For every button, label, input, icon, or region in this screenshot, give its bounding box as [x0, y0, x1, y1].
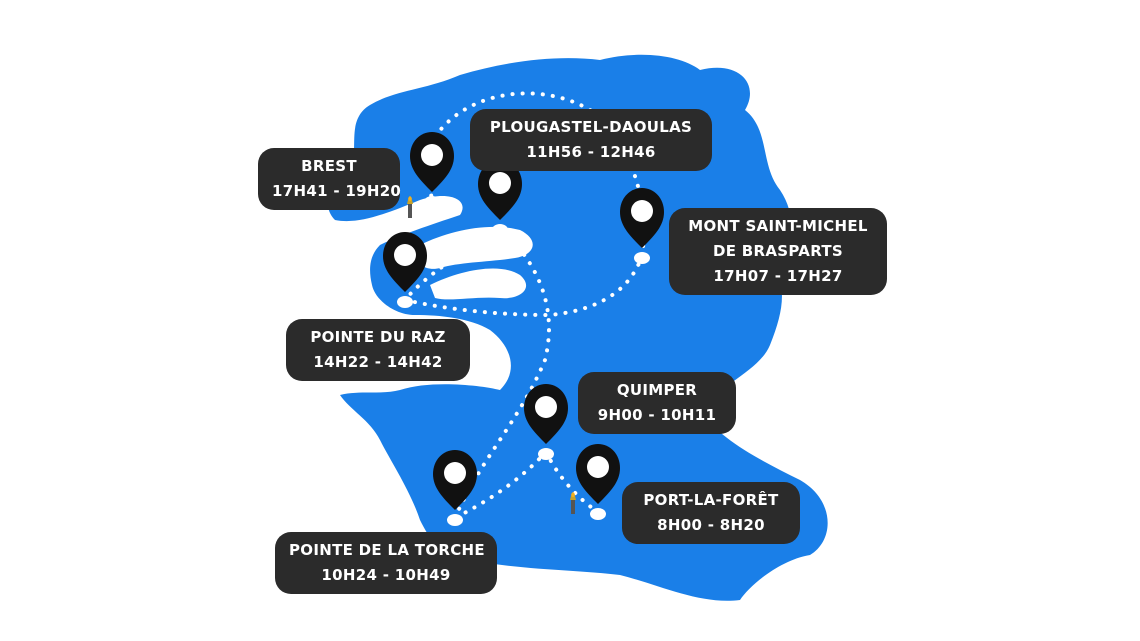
torch-icon [407, 196, 413, 218]
route [403, 91, 646, 520]
map-pin-icon [478, 160, 522, 236]
map-pin-icon [576, 444, 620, 520]
stop-time: 17H41 - 19H20 [272, 182, 402, 200]
route-raz-mont [403, 254, 644, 318]
label-mont-saint-michel: MONT SAINT-MICHEL DE BRASPARTS 17H07 - 1… [669, 208, 887, 295]
stop-name: BREST [301, 157, 357, 175]
route-plougastel-raz [403, 226, 502, 302]
label-plougastel: PLOUGASTEL-DAOULAS 11H56 - 12H46 [470, 109, 712, 171]
stop-name-line1: MONT SAINT-MICHEL [688, 217, 868, 235]
stop-time: 17H07 - 17H27 [713, 267, 843, 285]
route-quimper-torche [453, 450, 548, 520]
stop-time: 10H24 - 10H49 [321, 566, 451, 584]
stop-time: 14H22 - 14H42 [313, 353, 443, 371]
label-quimper: QUIMPER 9H00 - 10H11 [578, 372, 736, 434]
label-pointe-du-raz: POINTE DU RAZ 14H22 - 14H42 [286, 319, 470, 381]
bay-inlet [416, 226, 533, 269]
stop-name-line2: DE BRASPARTS [712, 242, 844, 260]
stop-name: POINTE DE LA TORCHE [289, 541, 485, 559]
stop-name: PORT-LA-FORÊT [643, 491, 779, 509]
map-pin-icon [524, 384, 568, 460]
stop-name: PLOUGASTEL-DAOULAS [489, 118, 693, 136]
map-pin-icon [620, 188, 664, 264]
stop-time: 11H56 - 12H46 [526, 143, 656, 161]
label-port-la-foret: PORT-LA-FORÊT 8H00 - 8H20 [622, 482, 800, 544]
stop-name: QUIMPER [616, 381, 698, 399]
label-pointe-de-la-torche: POINTE DE LA TORCHE 10H24 - 10H49 [275, 532, 497, 594]
stop-time: 9H00 - 10H11 [597, 406, 717, 424]
route-quimper-portlaforet [544, 450, 600, 514]
stop-name: POINTE DU RAZ [310, 328, 446, 346]
torch-icon [570, 492, 576, 514]
map-pin-icon [410, 132, 454, 208]
map-pin-icon [383, 232, 427, 308]
bay-inlet-south [430, 268, 527, 300]
label-brest: BREST 17H41 - 19H20 [258, 148, 402, 210]
stop-time: 8H00 - 8H20 [657, 516, 765, 534]
map-pin-icon [433, 450, 477, 526]
route-torche-plougastel [453, 226, 551, 520]
